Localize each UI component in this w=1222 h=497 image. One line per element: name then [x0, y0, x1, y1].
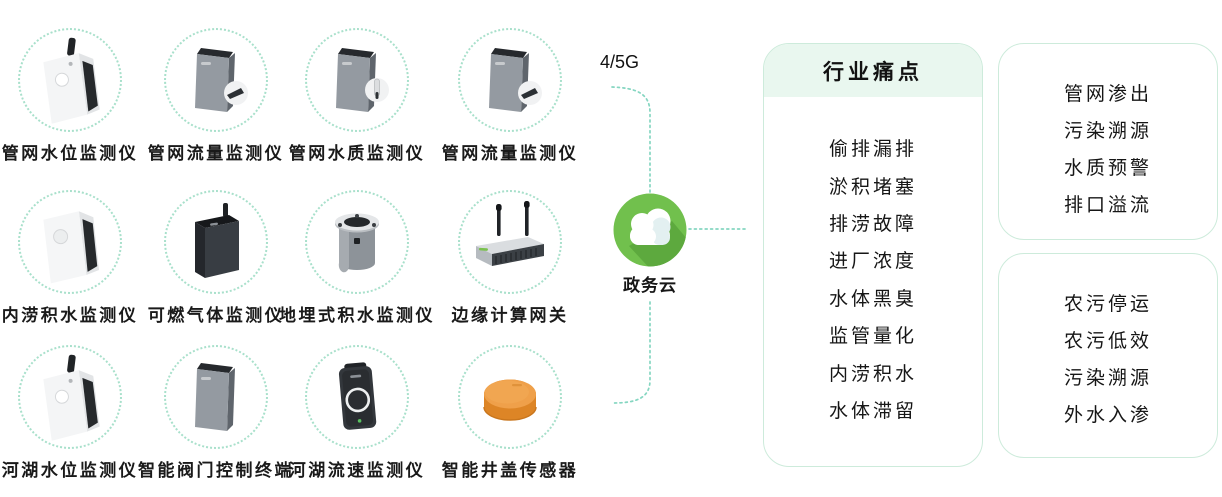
- dotted-connector-paths: [611, 86, 748, 404]
- outcome-box-rural-sewage: 农污停运 农污低效 污染溯源 外水入渗: [998, 253, 1218, 458]
- device-card-pipe-flow-2: 管网流量监测仪: [425, 28, 595, 164]
- device-card-pipe-water-level: 管网水位监测仪: [0, 28, 155, 164]
- outcome-item: 污染溯源: [1063, 121, 1152, 142]
- pain-point-item: 偷排漏排: [828, 139, 917, 161]
- water-quality-monitor-icon: [336, 48, 389, 112]
- manhole-sensor-icon: [483, 379, 537, 421]
- device-label: 内涝积水监测仪: [1, 306, 139, 325]
- dotted-circle: [458, 345, 562, 449]
- device-card-flow-speed: 河湖流速监测仪: [272, 345, 442, 481]
- waterlogging-monitor-icon: [43, 211, 100, 284]
- flow-speed-monitor-icon: [338, 362, 377, 430]
- device-label: 管网水质监测仪: [288, 144, 426, 163]
- outcome-item: 农污停运: [1063, 294, 1152, 315]
- buried-water-monitor-icon: [335, 213, 379, 273]
- pain-point-item: 水体黑臭: [828, 288, 917, 310]
- device-card-waterlogging: 内涝积水监测仪: [0, 190, 155, 326]
- pain-point-item: 排涝故障: [828, 213, 917, 235]
- device-label: 智能阀门控制终端: [138, 461, 294, 480]
- device-card-gas: 可燃气体监测仪: [131, 190, 301, 326]
- device-card-edge-gateway: 边缘计算网关: [425, 190, 595, 326]
- device-label: 智能井盖传感器: [441, 461, 579, 480]
- pain-point-item: 进厂浓度: [828, 251, 917, 273]
- valve-terminal-icon: [195, 363, 235, 431]
- outcome-item: 污染溯源: [1063, 368, 1152, 389]
- device-label: 管网流量监测仪: [147, 144, 285, 163]
- dotted-circle: [305, 190, 409, 294]
- device-card-valve-terminal: 智能阀门控制终端: [131, 345, 301, 481]
- device-card-manhole-sensor: 智能井盖传感器: [425, 345, 595, 481]
- outcome-item: 排口溢流: [1063, 195, 1152, 216]
- device-label: 边缘计算网关: [451, 306, 569, 325]
- network-type-label: 4/5G: [600, 52, 640, 72]
- outcome-item: 水质预警: [1063, 158, 1152, 179]
- device-label: 地埋式积水监测仪: [279, 306, 435, 325]
- flow-monitor-icon: [195, 48, 248, 112]
- device-label: 河湖流速监测仪: [288, 461, 426, 480]
- device-card-pipe-quality: 管网水质监测仪: [272, 28, 442, 164]
- dotted-circle: [18, 345, 122, 449]
- pain-point-item: 监管量化: [828, 326, 917, 348]
- outcome-item: 农污低效: [1063, 331, 1152, 352]
- gas-monitor-icon: [195, 203, 239, 278]
- pain-points-list: 偷排漏排 淤积堵塞 排涝故障 进厂浓度 水体黑臭 监管量化 内涝积水 水体滞留: [764, 97, 982, 428]
- pain-point-item: 水体滞留: [828, 400, 917, 422]
- dotted-circle: [18, 190, 122, 294]
- device-label: 管网水位监测仪: [1, 144, 139, 163]
- pain-points-panel: 行业痛点 偷排漏排 淤积堵塞 排涝故障 进厂浓度 水体黑臭 监管量化 内涝积水 …: [763, 43, 983, 467]
- flow-monitor-icon: [489, 48, 542, 112]
- device-card-pipe-flow-1: 管网流量监测仪: [131, 28, 301, 164]
- cloud-label: 政务云: [623, 276, 677, 295]
- device-label: 河湖水位监测仪: [1, 461, 139, 480]
- dotted-circle: [18, 28, 122, 132]
- device-label: 管网流量监测仪: [441, 144, 579, 163]
- dotted-circle: [164, 190, 268, 294]
- dotted-circle: [458, 190, 562, 294]
- pain-points-title: 行业痛点: [764, 44, 982, 97]
- water-level-monitor-icon: [43, 37, 100, 124]
- outcome-item: 外水入渗: [1063, 405, 1152, 426]
- device-card-buried-water: 地埋式积水监测仪: [272, 190, 442, 326]
- dotted-circle: [164, 28, 268, 132]
- device-label: 可燃气体监测仪: [147, 306, 285, 325]
- dotted-circle: [305, 345, 409, 449]
- water-level-monitor-icon: [43, 354, 100, 441]
- pain-point-item: 淤积堵塞: [828, 176, 917, 198]
- dotted-circle: [458, 28, 562, 132]
- device-card-river-water-level: 河湖水位监测仪: [0, 345, 155, 481]
- outcome-item: 管网渗出: [1063, 84, 1152, 105]
- outcome-box-pipe-network: 管网渗出 污染溯源 水质预警 排口溢流: [998, 43, 1218, 240]
- dotted-circle: [164, 345, 268, 449]
- dotted-circle: [305, 28, 409, 132]
- pain-point-item: 内涝积水: [828, 363, 917, 385]
- edge-gateway-icon: [476, 201, 544, 266]
